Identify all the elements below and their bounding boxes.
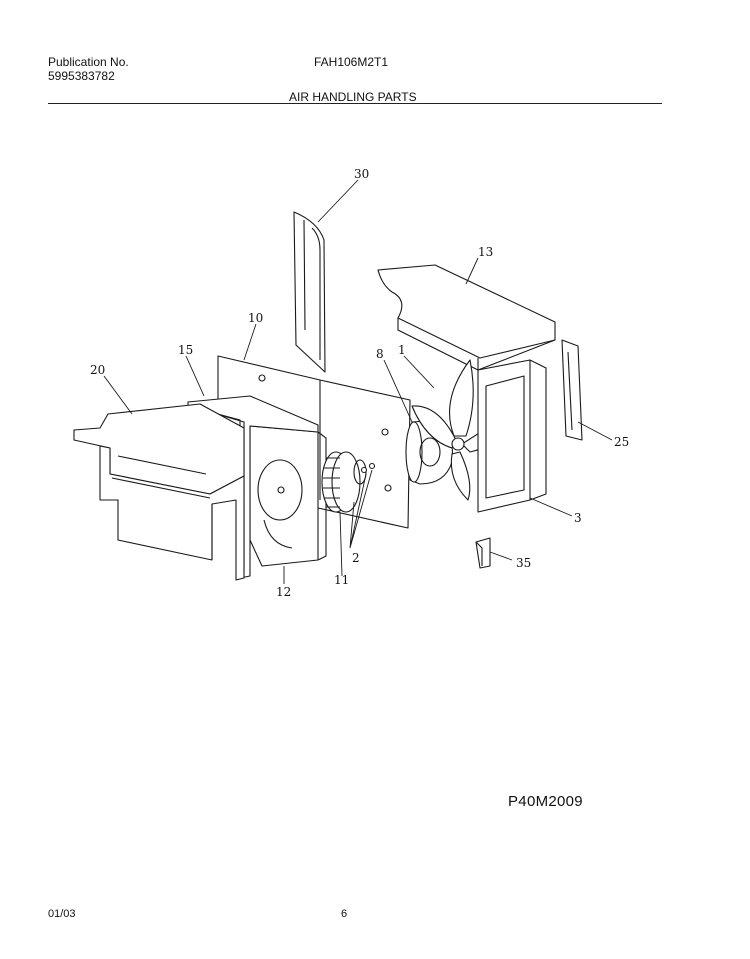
callout-1: 1 bbox=[398, 343, 406, 357]
callout-11: 11 bbox=[334, 573, 349, 587]
callout-2: 2 bbox=[352, 551, 360, 565]
part-3-shroud bbox=[477, 359, 547, 513]
callout-20: 20 bbox=[90, 363, 105, 377]
part-20-front-frame bbox=[73, 403, 245, 581]
part-2-screws bbox=[360, 462, 376, 474]
section-title: AIR HANDLING PARTS bbox=[289, 90, 417, 104]
part-13-top-cover bbox=[377, 264, 556, 371]
leader-lines bbox=[103, 179, 613, 584]
callout-13: 13 bbox=[478, 245, 493, 259]
part-11-blower-wheel bbox=[321, 451, 367, 513]
header-rule bbox=[48, 103, 662, 104]
footer-date: 01/03 bbox=[48, 908, 76, 920]
callout-12: 12 bbox=[276, 585, 291, 599]
model-number: FAH106M2T1 bbox=[314, 55, 389, 69]
figure-code: P40M2009 bbox=[508, 793, 583, 810]
callout-10: 10 bbox=[248, 311, 263, 325]
callout-15: 15 bbox=[178, 343, 193, 357]
part-35-bracket bbox=[475, 537, 491, 569]
footer-page-number: 6 bbox=[341, 908, 348, 920]
callout-35: 35 bbox=[516, 556, 531, 570]
part-30-duct-panel bbox=[293, 211, 326, 373]
publication-number: 5995383782 bbox=[48, 69, 115, 83]
callout-30: 30 bbox=[354, 167, 369, 181]
part-25-side-strip bbox=[561, 339, 583, 441]
callout-3: 3 bbox=[574, 511, 582, 525]
callout-8: 8 bbox=[376, 347, 384, 361]
publication-label: Publication No. bbox=[48, 55, 129, 69]
callout-25: 25 bbox=[614, 435, 629, 449]
part-12-blower-housing bbox=[249, 425, 327, 567]
